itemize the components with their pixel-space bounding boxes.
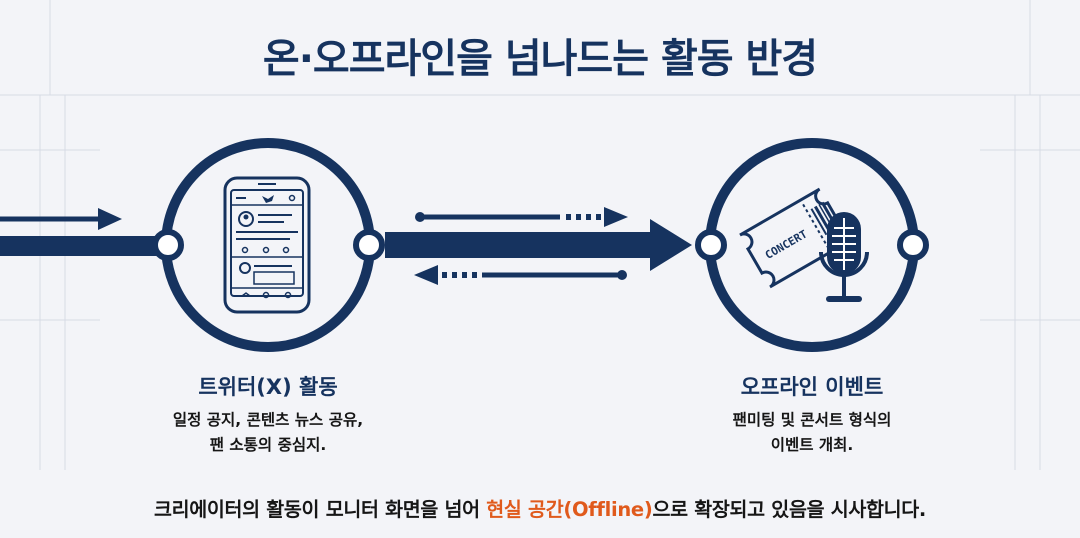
twitter-description-line2: 팬 소통의 중심지. [209, 436, 327, 454]
footer-caption: 크리에이터의 활동이 모니터 화면을 넘어 현실 공간(Offline)으로 확… [0, 493, 1080, 522]
microphone-icon [819, 212, 869, 302]
smartphone-icon [223, 176, 311, 314]
twitter-description-line1: 일정 공지, 콘텐츠 뉴스 공유, [172, 411, 364, 429]
offline-event-description-line2: 이벤트 개최. [770, 436, 854, 454]
backward-dotted-arrow [414, 265, 627, 285]
incoming-arrows [0, 208, 170, 256]
forward-dotted-arrow [415, 207, 628, 227]
twitter-heading: 트위터(X) 활동 [198, 375, 338, 399]
offline-event-heading: 오프라인 이벤트 [740, 375, 884, 399]
footer-text-before: 크리에이터의 활동이 모니터 화면을 넘어 [153, 498, 487, 521]
footer-text-after: 으로 확장되고 있음을 시사합니다. [652, 498, 927, 521]
twitter-description: 일정 공지, 콘텐츠 뉴스 공유, 팬 소통의 중심지. [128, 408, 408, 458]
offline-event-description-line1: 팬미팅 및 콘서트 형식의 [732, 411, 892, 429]
twitter-node [152, 138, 385, 352]
page-title: 온·오프라인을 넘나드는 활동 반경 [262, 36, 818, 82]
footer-highlight: 현실 공간(Offline) [486, 498, 653, 521]
offline-event-description: 팬미팅 및 콘서트 형식의 이벤트 개최. [672, 408, 952, 458]
main-flow-arrow [385, 219, 692, 271]
